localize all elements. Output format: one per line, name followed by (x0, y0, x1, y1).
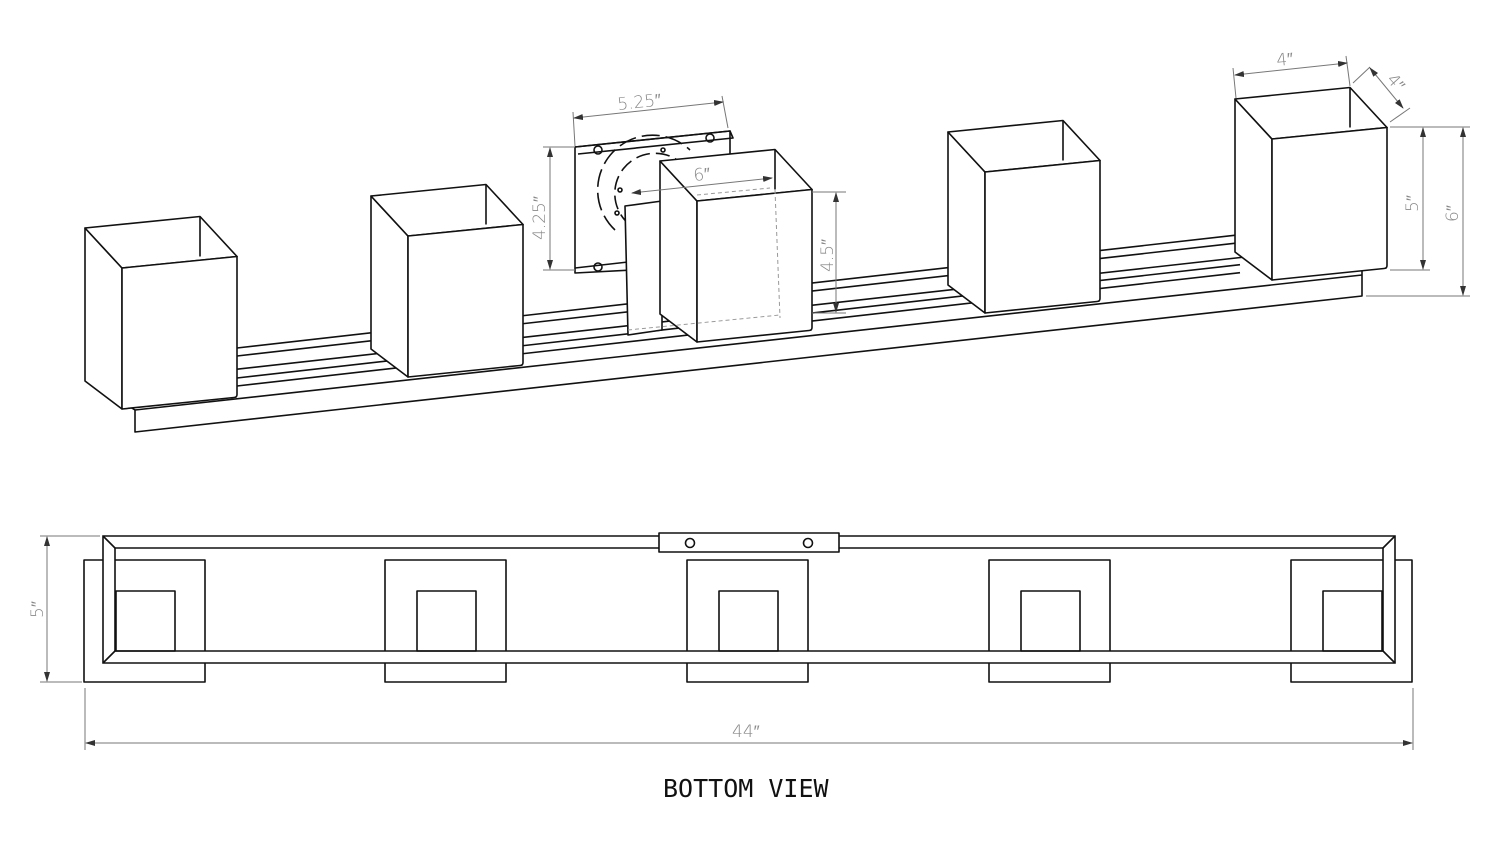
shade-bottom-opening (1020, 590, 1081, 652)
dimension-depth: 5″ (28, 535, 100, 683)
shade-depth-label: 4″ (1382, 70, 1408, 96)
depth-label: 5″ (28, 601, 48, 618)
shade (84, 215, 238, 410)
center-height-label: 4.5″ (818, 239, 838, 272)
center-depth-label: 6″ (692, 164, 711, 186)
overall-width-label: 44″ (732, 722, 760, 742)
dimension-shade-height: 5″ 6″ (1366, 126, 1470, 297)
bottom-view: 5″ 44″ BOTTOM VIEW (28, 532, 1414, 803)
shade-bottom-opening (718, 590, 779, 652)
shade (370, 183, 524, 378)
plate-width-label: 5.25″ (616, 90, 662, 114)
mounting-bracket (658, 532, 840, 553)
dimension-shade-width: 4″ (1232, 49, 1351, 99)
shade-height-label: 5″ (1403, 195, 1423, 212)
shade-bottom-opening (115, 590, 176, 652)
shade-bottom-opening (1322, 590, 1383, 652)
dimension-center-height: 4.5″ (812, 191, 846, 314)
view-title: BOTTOM VIEW (663, 774, 830, 803)
shade (1234, 86, 1388, 281)
dimension-overall-width: 44″ (84, 688, 1414, 750)
isometric-view: 5.25″ 4.25″ 6″ 4.5″ 4″ 4″ 5 (84, 49, 1470, 433)
dimension-center-depth: 6″ (631, 164, 773, 196)
shade (659, 148, 813, 343)
shade-width-label: 4″ (1275, 49, 1294, 71)
shade-bottom-opening (416, 590, 477, 652)
dimension-plate-height: 4.25″ (530, 146, 575, 271)
shade (947, 119, 1101, 314)
overall-height-label: 6″ (1443, 205, 1463, 222)
plate-height-label: 4.25″ (530, 196, 550, 240)
dimension-plate-width: 5.25″ (572, 90, 729, 147)
